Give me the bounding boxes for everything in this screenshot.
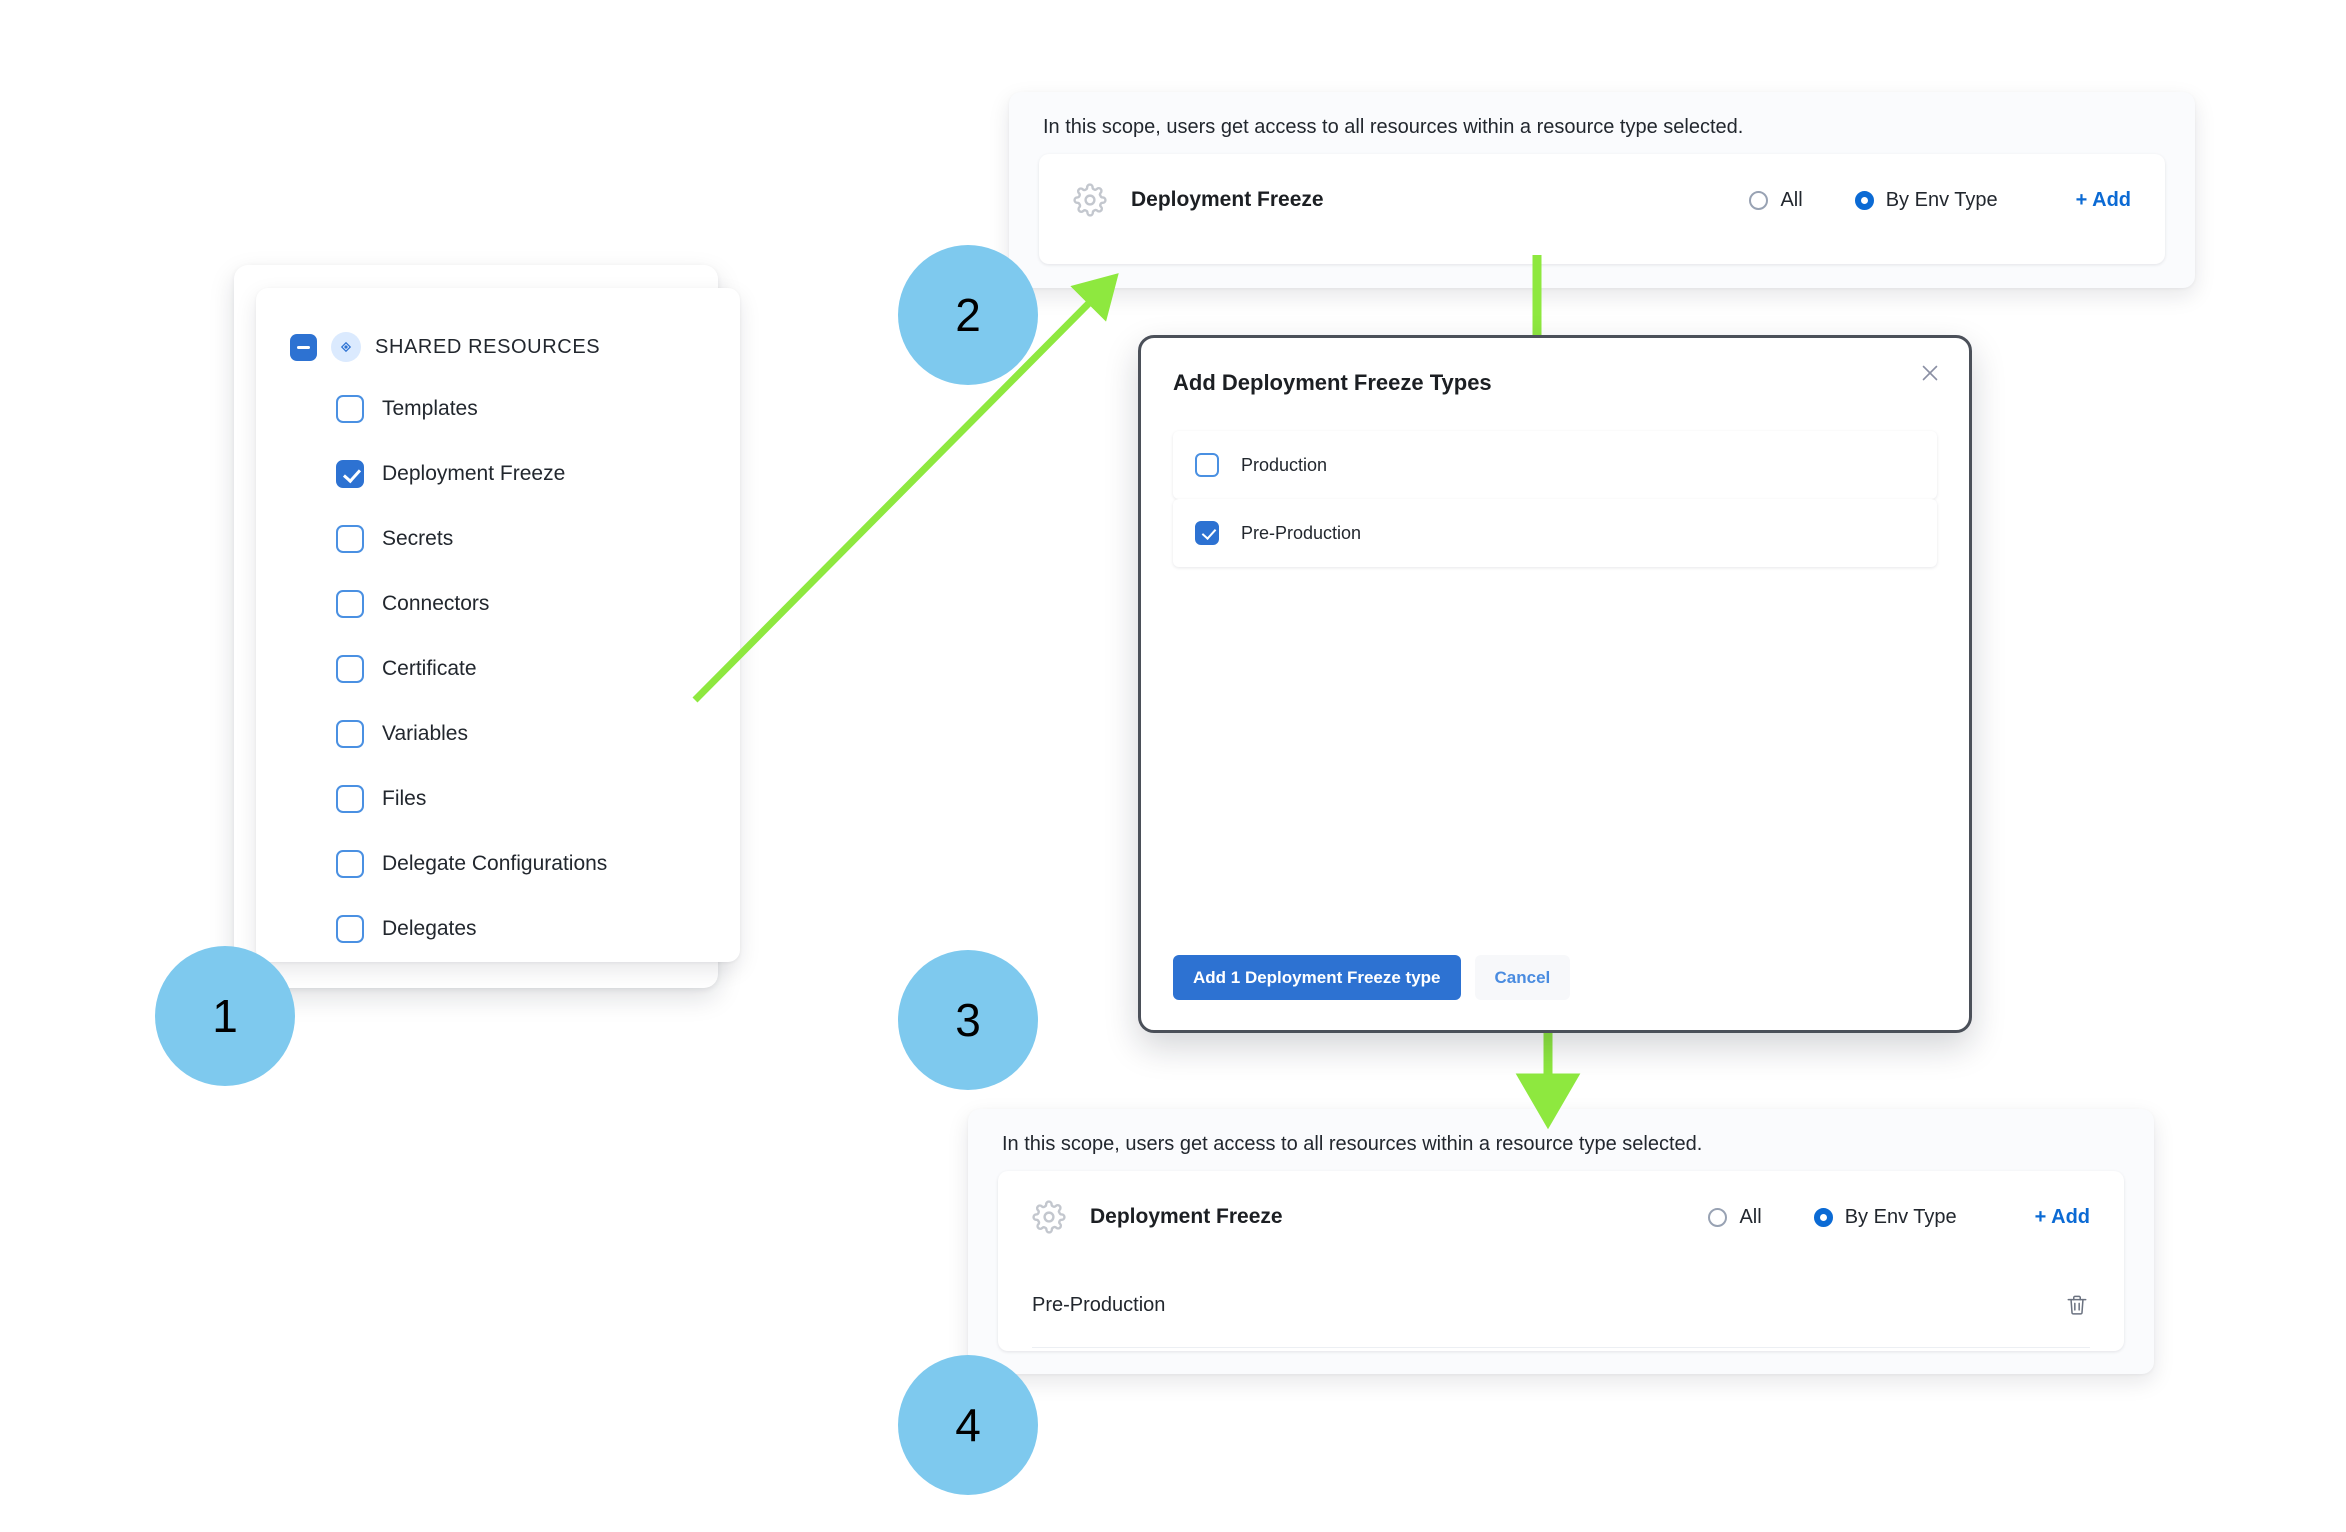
- list-item-label: Delegate Configurations: [382, 851, 608, 875]
- checkbox-pre-production[interactable]: [1195, 521, 1219, 545]
- resource-type-list: Templates Deployment Freeze Secrets Conn…: [256, 376, 740, 961]
- checkbox-secrets[interactable]: [336, 524, 364, 553]
- modal-option-label: Production: [1241, 454, 1328, 475]
- add-deployment-freeze-type-button[interactable]: Add 1 Deployment Freeze type: [1173, 955, 1461, 1000]
- resource-type-row: Deployment Freeze All By Env Type + Add: [998, 1171, 2124, 1263]
- arrow-tree-to-panel: [692, 273, 1119, 703]
- shared-resources-icon: [331, 332, 361, 362]
- radio-option-all[interactable]: All: [1708, 1205, 1762, 1229]
- checkbox-templates[interactable]: [336, 394, 364, 423]
- resource-type-title: Deployment Freeze: [1131, 188, 1324, 211]
- trash-icon[interactable]: [2064, 1292, 2090, 1318]
- resource-type-card: Deployment Freeze All By Env Type + Add …: [998, 1171, 2124, 1351]
- list-item-label: Deployment Freeze: [382, 461, 566, 485]
- list-item[interactable]: Delegate Configurations: [256, 831, 740, 896]
- modal-option-pre-production[interactable]: Pre-Production: [1173, 499, 1937, 567]
- shared-resources-header[interactable]: SHARED RESOURCES: [290, 332, 600, 362]
- list-item[interactable]: Secrets: [256, 506, 740, 571]
- add-button[interactable]: + Add: [2075, 188, 2131, 211]
- list-item[interactable]: Deployment Freeze: [256, 441, 740, 506]
- radio-icon-selected[interactable]: [1854, 190, 1874, 210]
- add-button[interactable]: + Add: [2034, 1205, 2090, 1228]
- minus-icon[interactable]: [290, 333, 317, 361]
- resource-type-title: Deployment Freeze: [1090, 1205, 1283, 1228]
- list-item[interactable]: Connectors: [256, 571, 740, 636]
- checkbox-production[interactable]: [1195, 453, 1219, 477]
- radio-icon-selected[interactable]: [1813, 1207, 1833, 1227]
- radio-option-all[interactable]: All: [1749, 188, 1803, 212]
- list-item[interactable]: Templates: [256, 376, 740, 441]
- list-item[interactable]: Variables: [256, 701, 740, 766]
- modal-title: Add Deployment Freeze Types: [1173, 370, 1492, 395]
- list-item-label: Files: [382, 786, 427, 810]
- gear-icon: [1073, 183, 1107, 217]
- resource-type-row: Deployment Freeze All By Env Type + Add: [1039, 154, 2165, 246]
- step-badge-1: 1: [155, 946, 295, 1086]
- list-item[interactable]: Certificate: [256, 636, 740, 701]
- resource-tree-card: SHARED RESOURCES Templates Deployment Fr…: [256, 288, 740, 962]
- scope-panel-after: In this scope, users get access to all r…: [968, 1109, 2154, 1374]
- step-badge-4: 4: [898, 1355, 1038, 1495]
- list-item-label: Variables: [382, 721, 468, 745]
- scope-panel-before: In this scope, users get access to all r…: [1009, 92, 2195, 288]
- step-badge-3: 3: [898, 950, 1038, 1090]
- checkbox-delegate-configurations[interactable]: [336, 849, 364, 878]
- list-item-label: Connectors: [382, 591, 490, 615]
- radio-label: All: [1739, 1205, 1762, 1228]
- add-deployment-freeze-types-modal: Add Deployment Freeze Types Production P…: [1138, 335, 1972, 1033]
- scope-note: In this scope, users get access to all r…: [1002, 1133, 1703, 1155]
- radio-icon[interactable]: [1708, 1207, 1728, 1227]
- modal-footer: Add 1 Deployment Freeze type Cancel: [1173, 955, 1571, 1000]
- list-item-label: Templates: [382, 396, 478, 420]
- list-item[interactable]: Delegates: [256, 896, 740, 961]
- resource-type-card: Deployment Freeze All By Env Type + Add: [1039, 154, 2165, 264]
- scope-controls: All By Env Type + Add: [1656, 1206, 2090, 1229]
- list-item-label: Certificate: [382, 656, 477, 680]
- radio-label: By Env Type: [1844, 1205, 1957, 1228]
- step-badge-2: 2: [898, 245, 1038, 385]
- scope-controls: All By Env Type + Add: [1697, 189, 2131, 212]
- list-item-label: Secrets: [382, 526, 454, 550]
- selected-env-type-row: Pre-Production: [1032, 1263, 2090, 1348]
- shared-resources-label: SHARED RESOURCES: [375, 335, 601, 358]
- modal-option-production[interactable]: Production: [1173, 431, 1937, 499]
- checkbox-variables[interactable]: [336, 719, 364, 748]
- modal-option-label: Pre-Production: [1241, 522, 1362, 543]
- close-icon[interactable]: [1917, 360, 1943, 386]
- gear-icon: [1032, 1200, 1066, 1234]
- list-item[interactable]: Files: [256, 766, 740, 831]
- checkbox-certificate[interactable]: [336, 654, 364, 683]
- cancel-button[interactable]: Cancel: [1474, 955, 1571, 1000]
- selected-env-type-label: Pre-Production: [1032, 1293, 1166, 1316]
- radio-label: By Env Type: [1885, 188, 1998, 211]
- checkbox-files[interactable]: [336, 784, 364, 813]
- checkbox-delegates[interactable]: [336, 914, 364, 943]
- radio-option-by-env-type[interactable]: By Env Type: [1854, 188, 1998, 212]
- radio-option-by-env-type[interactable]: By Env Type: [1813, 1205, 1957, 1229]
- scope-note: In this scope, users get access to all r…: [1043, 116, 1744, 138]
- checkbox-connectors[interactable]: [336, 589, 364, 618]
- radio-icon[interactable]: [1749, 190, 1769, 210]
- radio-label: All: [1780, 188, 1803, 211]
- checkbox-deployment-freeze[interactable]: [336, 459, 364, 488]
- list-item-label: Delegates: [382, 916, 477, 940]
